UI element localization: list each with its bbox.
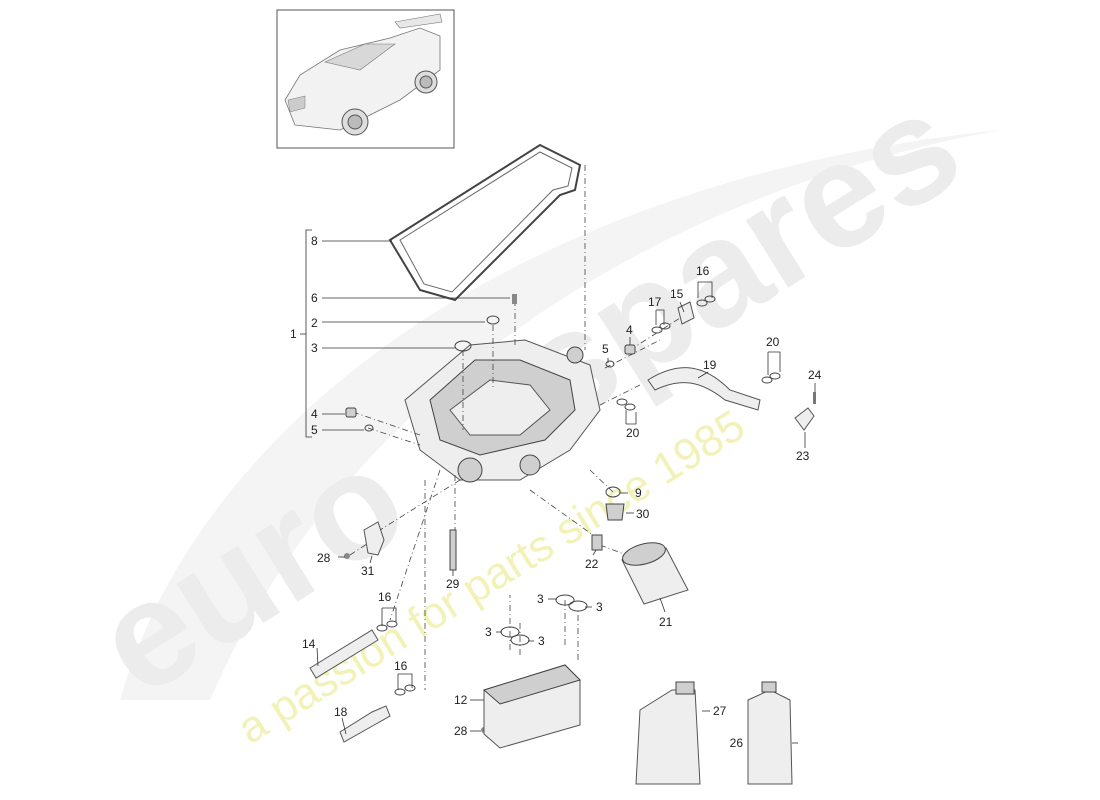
callout-24: 24: [808, 368, 822, 382]
callout-16: 16: [394, 659, 408, 673]
callout-17: 17: [648, 295, 662, 309]
callout-1: 1: [290, 327, 297, 341]
assembly-bracket: [300, 229, 312, 438]
callout-3: 3: [538, 634, 545, 648]
small-parts: [309, 294, 816, 743]
callout-19: 19: [703, 358, 717, 372]
callout-16: 16: [378, 590, 392, 604]
callout-27: 27: [713, 704, 727, 718]
callout-14: 14: [302, 637, 316, 651]
oil-bottle-large: [635, 681, 701, 785]
oil-filter: [621, 542, 689, 605]
callout-12: 12: [454, 693, 468, 707]
callout-16: 16: [696, 264, 710, 278]
callout-20: 20: [766, 335, 780, 349]
watermark-swoosh: [120, 130, 1000, 700]
callout-29: 29: [446, 577, 460, 591]
callout-23: 23: [796, 449, 810, 463]
callout-labels: 8 6 2 1 3 4 5 5 4 17 15 16 19 20 24 20 2…: [290, 234, 822, 750]
callout-15: 15: [670, 287, 684, 301]
callout-20: 20: [626, 426, 640, 440]
callout-5: 5: [602, 342, 609, 356]
callout-9: 9: [635, 486, 642, 500]
oil-bottle-small: [747, 681, 793, 785]
callout-2: 2: [311, 316, 318, 330]
car-thumbnail: [276, 9, 455, 149]
callout-30: 30: [636, 507, 650, 521]
callout-6: 6: [311, 291, 318, 305]
callout-3: 3: [596, 600, 603, 614]
callout-3: 3: [537, 592, 544, 606]
callout-5: 5: [311, 423, 318, 437]
assembly-lines: [349, 165, 681, 690]
callout-28: 28: [454, 724, 468, 738]
callout-26: 26: [730, 736, 744, 750]
oil-cooler: [482, 664, 581, 749]
callout-4: 4: [311, 407, 318, 421]
callout-28: 28: [317, 551, 331, 565]
callout-3: 3: [485, 625, 492, 639]
callout-31: 31: [361, 564, 375, 578]
callout-21: 21: [659, 615, 673, 629]
callout-8: 8: [311, 234, 318, 248]
oil-pan-housing: [404, 339, 601, 483]
leader-lines: [316, 240, 816, 744]
callout-4: 4: [626, 323, 633, 337]
callout-18: 18: [334, 705, 348, 719]
callout-22: 22: [585, 557, 599, 571]
callout-3: 3: [311, 341, 318, 355]
oil-pan-gasket: [388, 143, 582, 302]
watermark-brand-euro: euro: [68, 412, 433, 727]
